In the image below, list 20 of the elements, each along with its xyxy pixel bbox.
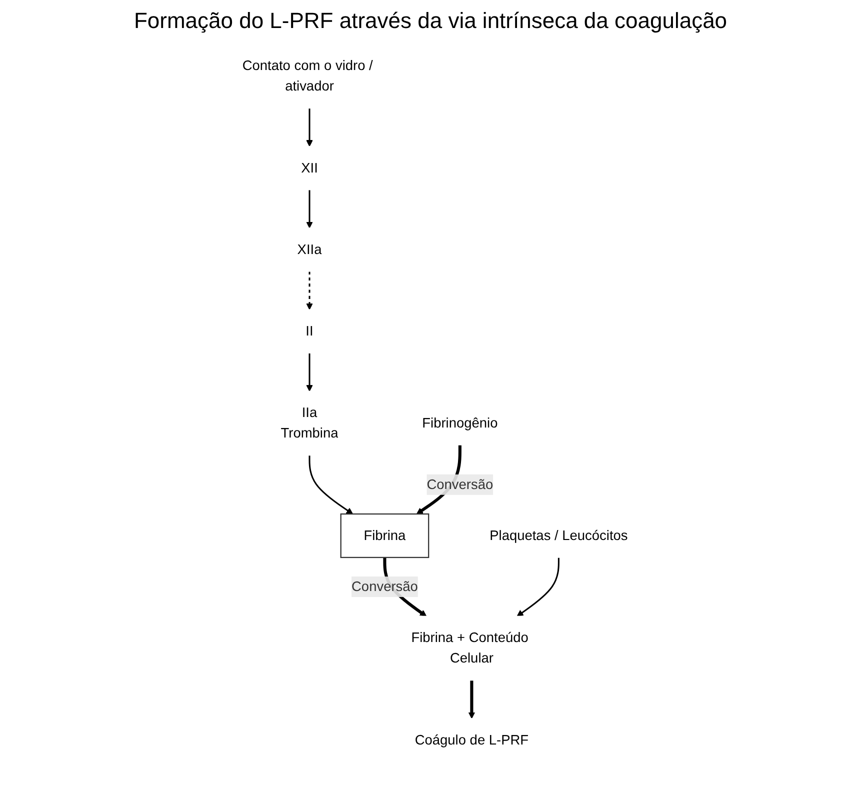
node-box: Fibrina <box>340 513 430 558</box>
node-text: IIa Trombina <box>280 404 338 441</box>
node-text: XII <box>301 160 318 176</box>
node-text: Contato com o vidro / ativador <box>242 58 373 94</box>
node-text: Fibrinogênio <box>422 415 498 430</box>
diagram-title: Formação do L-PRF através da via intrínseca da coagulação <box>132 8 728 34</box>
arrow <box>308 455 354 514</box>
arrow <box>306 190 313 228</box>
node-text: XIIa <box>297 242 322 257</box>
arrow <box>468 680 476 719</box>
arrow <box>306 353 313 392</box>
edge-label: Conversão <box>352 578 418 594</box>
node-text: Plaquetas / Leucócitos <box>490 528 628 543</box>
arrow <box>516 557 560 616</box>
edge-label: Conversão <box>426 476 494 492</box>
node-text: Coágulo de L-PRF <box>414 732 529 748</box>
arrow <box>306 108 313 147</box>
node-text: Fibrina + Conteúdo Celular <box>411 630 528 666</box>
node-text: II <box>306 323 314 339</box>
arrow <box>306 271 313 310</box>
